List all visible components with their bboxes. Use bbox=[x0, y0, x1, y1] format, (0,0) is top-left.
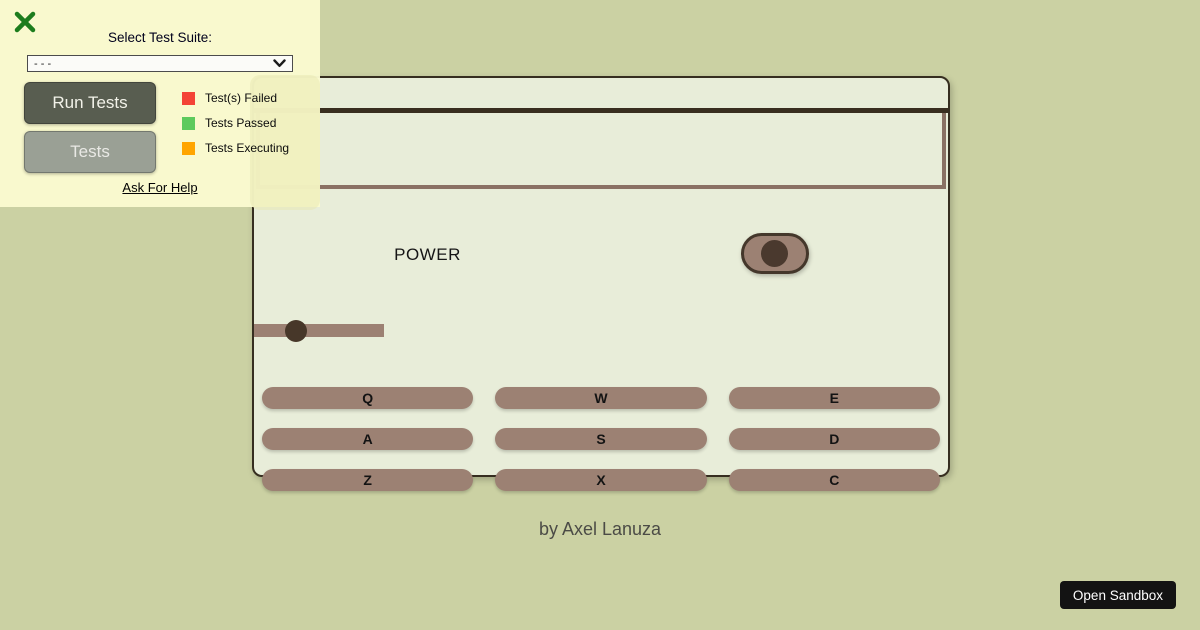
power-label: POWER bbox=[394, 245, 461, 264]
key-a[interactable]: A bbox=[262, 428, 474, 450]
test-legend: Test(s) Failed Tests Passed Tests Execut… bbox=[182, 91, 289, 166]
legend-label-executing: Tests Executing bbox=[205, 141, 290, 155]
volume-slider[interactable] bbox=[254, 319, 384, 342]
synth-panel: POWER Q W E A S D Z X C bbox=[252, 76, 950, 491]
key-e[interactable]: E bbox=[728, 387, 940, 409]
test-suite-select[interactable]: - - - bbox=[27, 55, 293, 72]
open-sandbox-button[interactable]: Open Sandbox bbox=[1059, 581, 1176, 609]
credit-text: by Axel Lanuza bbox=[538, 519, 662, 539]
key-x[interactable]: X bbox=[495, 469, 707, 491]
power-toggle[interactable] bbox=[740, 233, 809, 274]
run-tests-button[interactable]: Run Tests bbox=[24, 82, 156, 124]
ask-for-help-link[interactable]: Ask For Help bbox=[122, 180, 198, 195]
legend-label-passed: Tests Passed bbox=[205, 116, 277, 130]
key-s[interactable]: S bbox=[495, 428, 707, 450]
power-toggle-knob-icon bbox=[761, 240, 788, 267]
volume-slider-knob[interactable] bbox=[284, 319, 307, 342]
test-suite-title: Select Test Suite: bbox=[107, 30, 213, 45]
close-icon[interactable] bbox=[13, 10, 37, 34]
tests-button[interactable]: Tests bbox=[24, 131, 156, 173]
synth-display-screen bbox=[256, 113, 946, 189]
executing-swatch-icon bbox=[182, 141, 195, 155]
synth-header-bar bbox=[254, 78, 948, 113]
failed-swatch-icon bbox=[182, 91, 195, 105]
key-w[interactable]: W bbox=[495, 387, 707, 409]
legend-row-executing: Tests Executing bbox=[182, 141, 289, 155]
keypad: Q W E A S D Z X C bbox=[262, 387, 940, 491]
test-suite-select-value: - - - bbox=[34, 57, 52, 70]
legend-row-failed: Test(s) Failed bbox=[182, 91, 289, 105]
legend-row-passed: Tests Passed bbox=[182, 116, 289, 130]
key-z[interactable]: Z bbox=[262, 469, 474, 491]
key-c[interactable]: C bbox=[728, 469, 940, 491]
key-q[interactable]: Q bbox=[262, 387, 474, 409]
passed-swatch-icon bbox=[182, 116, 195, 130]
chevron-down-icon bbox=[273, 59, 286, 68]
test-legend-backdrop bbox=[250, 75, 320, 210]
legend-label-failed: Test(s) Failed bbox=[205, 91, 278, 105]
help-link-row: Ask For Help bbox=[0, 180, 320, 195]
key-d[interactable]: D bbox=[728, 428, 940, 450]
synth-panel-inner: POWER Q W E A S D Z X C bbox=[254, 78, 948, 491]
